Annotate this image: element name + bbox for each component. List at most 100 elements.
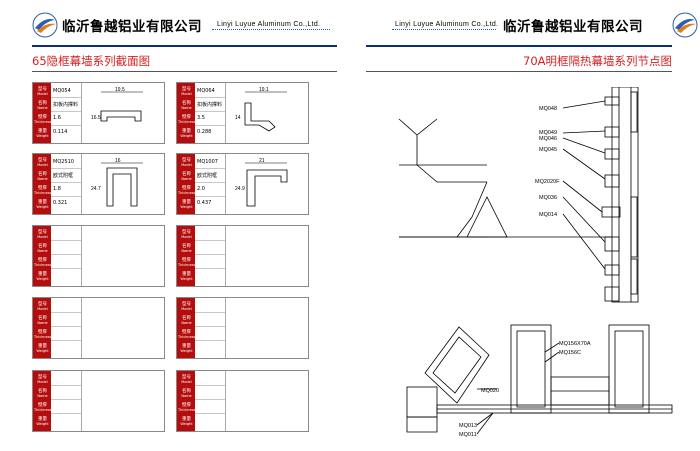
card-label-name: 名称 xyxy=(182,101,191,106)
header-rule-left xyxy=(32,45,337,47)
card-label-name-en: Name xyxy=(181,177,192,181)
card-value-thickness: 3.5 xyxy=(197,115,205,121)
card-label-thickness-en: Thickness xyxy=(34,191,52,195)
card-label-thickness: 壁厚 xyxy=(182,115,191,120)
card-value-name: 欧式附框 xyxy=(197,173,218,179)
callout-upper-1: MQ048 xyxy=(539,106,557,112)
card-value-weight: 0.114 xyxy=(53,129,68,135)
card-value-model: MQ054 xyxy=(53,88,71,94)
card-label-thickness: 壁厚 xyxy=(38,330,47,335)
card-label-name-en: Name xyxy=(181,394,192,398)
card-label-model: 型号 xyxy=(38,158,47,163)
card-value-weight: 0.288 xyxy=(197,129,212,135)
section-title-left: 65隐框幕墙系列截面图 xyxy=(32,54,151,68)
card-value-name: 欧式附框 xyxy=(53,173,74,179)
card-label-model-en: Model xyxy=(37,235,48,239)
card-label-model-en: Model xyxy=(37,307,48,311)
card-row-line xyxy=(195,254,225,255)
card-row-line xyxy=(51,399,81,400)
card-label-weight: 重量 xyxy=(38,344,47,349)
card-row-line xyxy=(51,97,81,98)
card-row-line xyxy=(51,254,81,255)
card-label-name-en: Name xyxy=(181,321,192,325)
mullion-column xyxy=(611,87,639,303)
card-label-weight: 重量 xyxy=(182,200,191,205)
card-row-line xyxy=(195,182,225,183)
callout-upper-4: MQ045 xyxy=(539,147,557,153)
card-value-column xyxy=(51,371,82,431)
company-name-cn: 临沂鲁越铝业有限公司 xyxy=(62,19,202,35)
card-value-column xyxy=(195,298,226,358)
card-value-name: 扣板内撑料 xyxy=(53,102,79,108)
card-value-thickness: 1.6 xyxy=(53,115,61,121)
card-label-weight: 重量 xyxy=(182,129,191,134)
card-label-model-en: Model xyxy=(181,235,192,239)
card-label-weight-en: Weight xyxy=(36,205,49,209)
callout-upper-6: MQ036 xyxy=(539,195,557,201)
dimension-label: 16.5 xyxy=(91,115,101,121)
profile-shape xyxy=(106,167,138,207)
card-label-model: 型号 xyxy=(38,87,47,92)
card-row-line xyxy=(195,125,225,126)
card-label-name: 名称 xyxy=(182,244,191,249)
card-row-line xyxy=(51,385,81,386)
callout-upper-5: MQ2020F xyxy=(535,179,560,185)
profile-shape xyxy=(246,169,288,207)
card-label-model: 型号 xyxy=(38,302,47,307)
card-label-model-en: Model xyxy=(37,92,48,96)
card-label-thickness-en: Thickness xyxy=(34,120,52,124)
card-label-thickness: 壁厚 xyxy=(38,403,47,408)
card-label-model-en: Model xyxy=(181,380,192,384)
card-label-thickness: 壁厚 xyxy=(38,258,47,263)
card-row-line xyxy=(51,111,81,112)
card-label-name: 名称 xyxy=(182,316,191,321)
card-label-weight-en: Weight xyxy=(36,349,49,353)
card-label-weight-en: Weight xyxy=(36,422,49,426)
card-label-model-en: Model xyxy=(181,92,192,96)
card-row-line xyxy=(51,125,81,126)
card-value-thickness: 2.0 xyxy=(197,186,205,192)
profile-shape xyxy=(244,102,276,132)
card-label-weight-en: Weight xyxy=(180,134,193,138)
card-value-column xyxy=(51,226,82,286)
card-label-name: 名称 xyxy=(38,389,47,394)
card-label-weight: 重量 xyxy=(182,417,191,422)
card-label-name-en: Name xyxy=(37,321,48,325)
profile-section-drawing: 19.516.5 xyxy=(91,87,143,122)
card-label-weight: 重量 xyxy=(38,272,47,277)
card-row-line xyxy=(51,413,81,414)
card-label-name-en: Name xyxy=(37,106,48,110)
card-row-line xyxy=(51,312,81,313)
card-label-weight-en: Weight xyxy=(180,205,193,209)
callout-lower-5: MQ011 xyxy=(459,432,477,438)
card-label-thickness-en: Thickness xyxy=(178,120,196,124)
card-row-line xyxy=(195,312,225,313)
card-value-column: MQ054 扣板内撑料 1.6 0.114 xyxy=(51,83,82,143)
card-label-weight: 重量 xyxy=(182,344,191,349)
card-label-name: 名称 xyxy=(38,172,47,177)
callout-lower-2: MQ156C xyxy=(559,350,581,356)
card-label-name-en: Name xyxy=(37,249,48,253)
card-label-model: 型号 xyxy=(182,158,191,163)
card-row-line xyxy=(195,413,225,414)
card-label-model-en: Model xyxy=(181,163,192,167)
card-label-thickness-en: Thickness xyxy=(178,263,196,267)
header-right: Linyi Luyue Aluminum Co.,Ltd. 临沂鲁越铝业有限公司 xyxy=(360,10,700,42)
card-label-weight-en: Weight xyxy=(36,134,49,138)
card-label-name-en: Name xyxy=(181,249,192,253)
card-label-thickness-en: Thickness xyxy=(178,191,196,195)
